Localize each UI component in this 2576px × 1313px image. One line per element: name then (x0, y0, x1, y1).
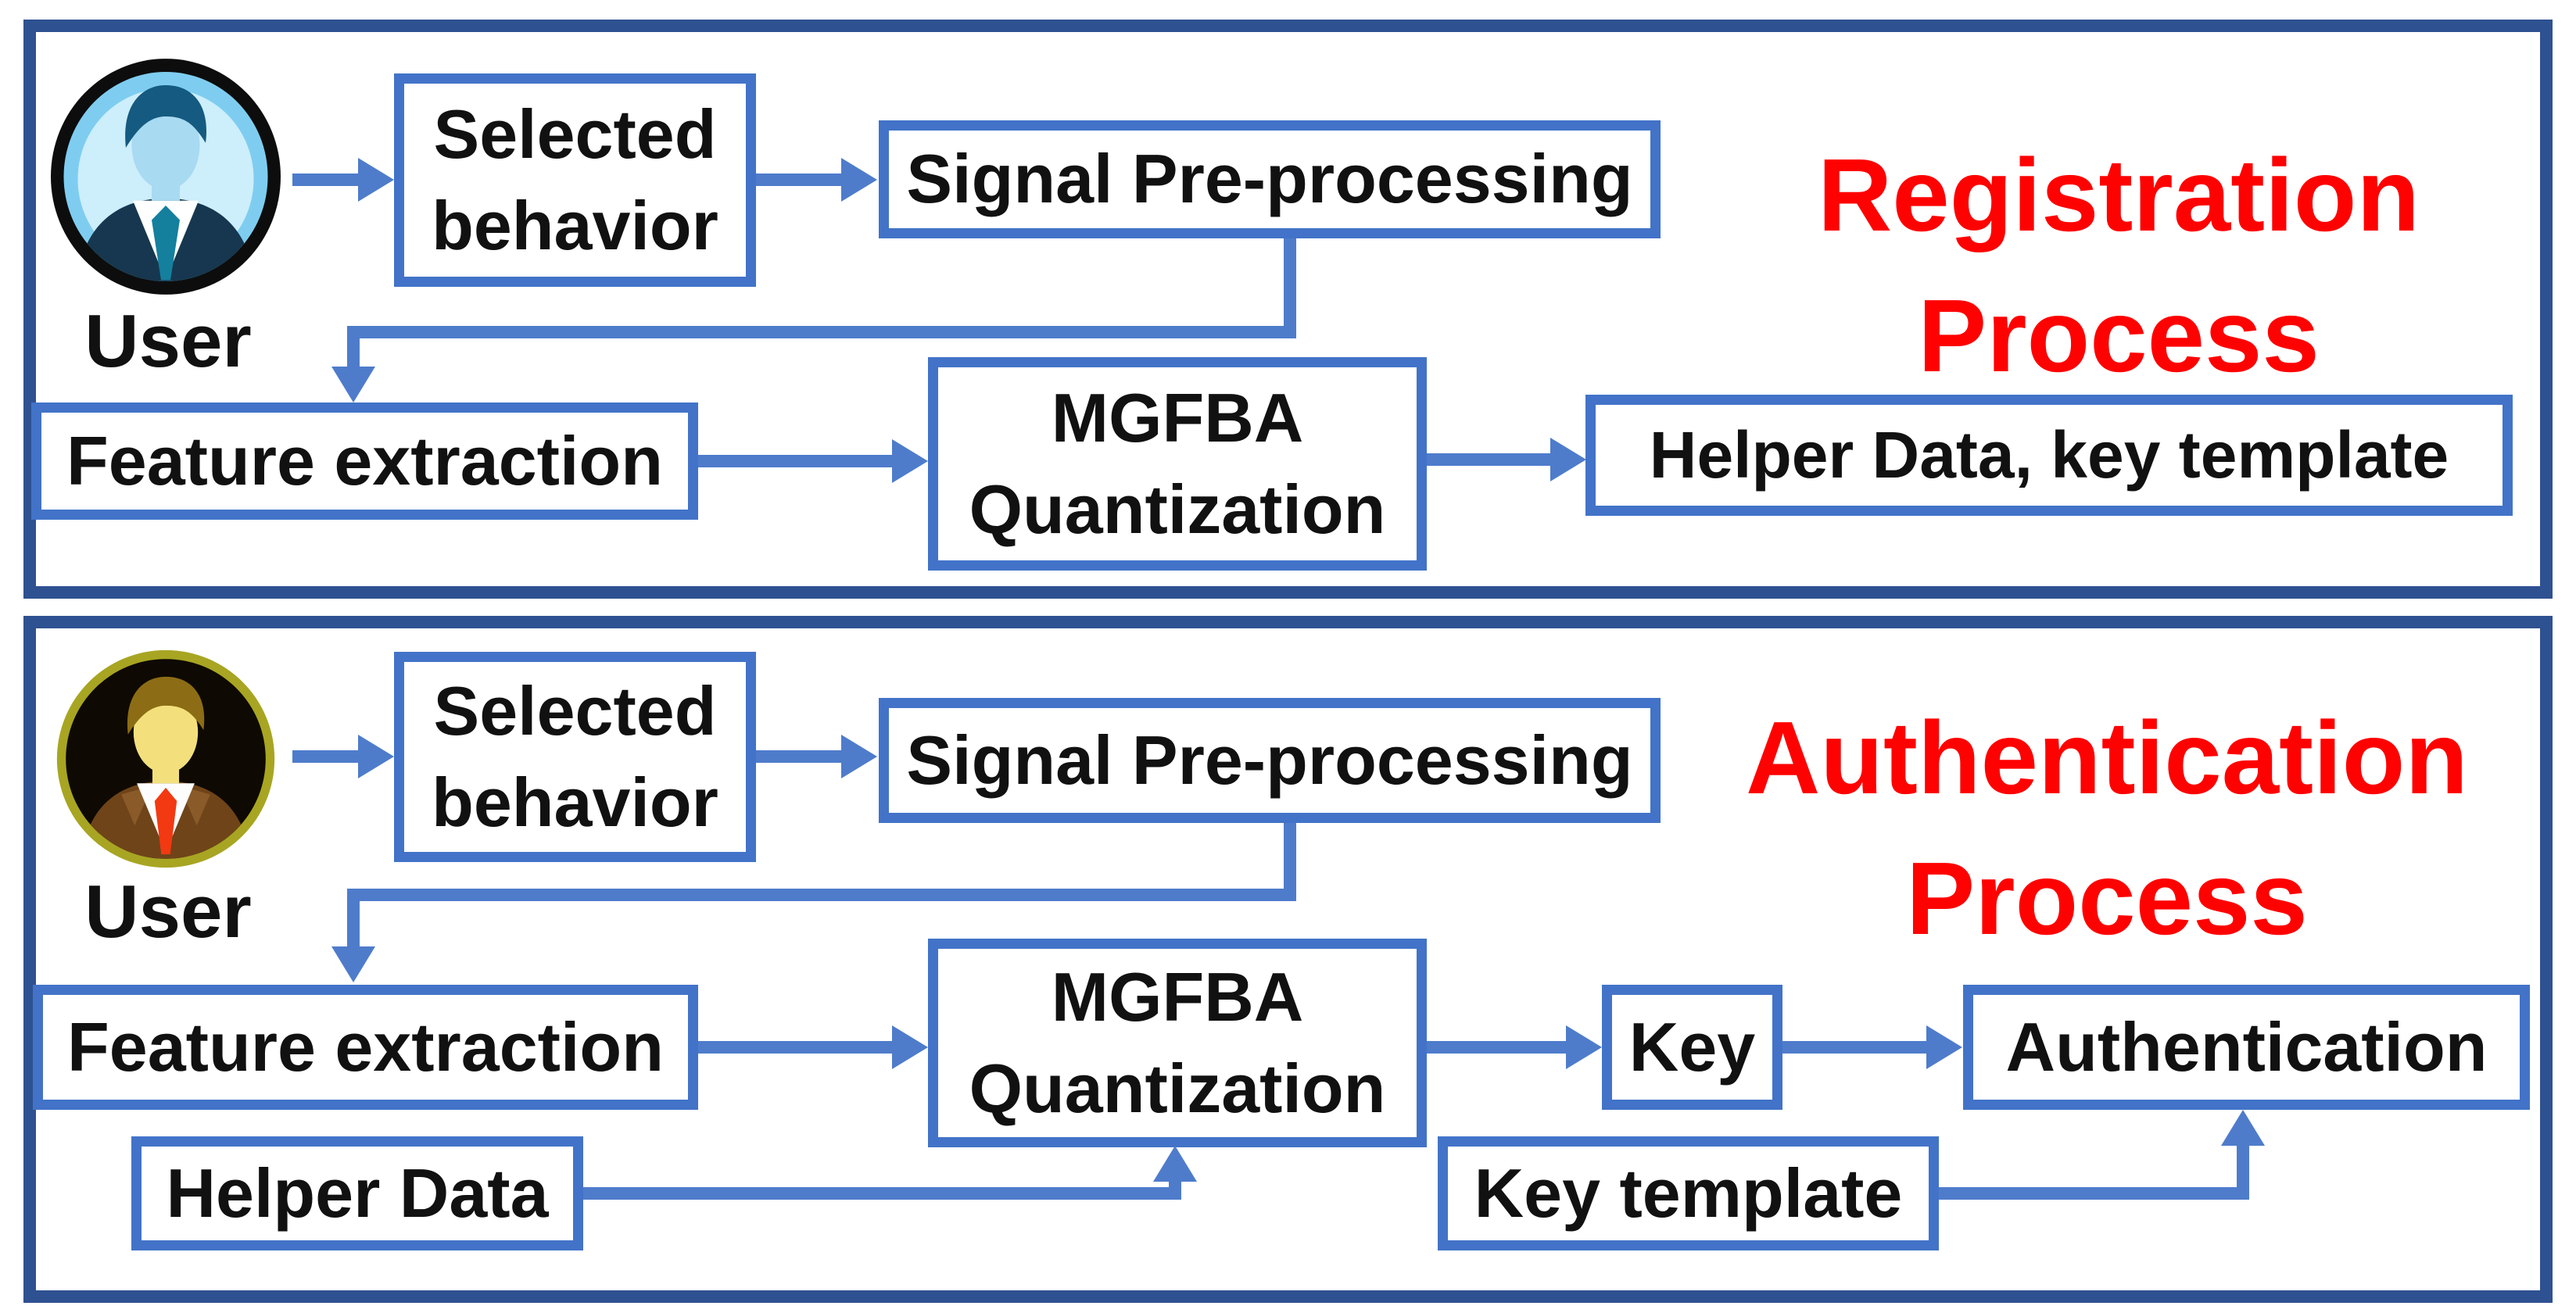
arrow-signal-to-feature-head (331, 367, 375, 402)
node-feature-extraction-auth: Feature extraction (33, 985, 698, 1110)
arrow-feature-to-mgfba-shaft (698, 455, 894, 467)
connector-keytemplate-right (1939, 1187, 2249, 1200)
authentication-title-line1: Authentication (1746, 700, 2468, 815)
registration-process-title: Registration Process (1775, 125, 2463, 406)
arrow-keytemplate-to-auth-head (2221, 1110, 2265, 1146)
user-avatar-gold-icon (55, 648, 277, 870)
arrow-feature2-to-mgfba-head (892, 1025, 928, 1069)
connector-signal2-drop (347, 901, 360, 946)
connector-signal-drop (347, 338, 360, 367)
authentication-process-title: Authentication Process (1704, 688, 2510, 968)
connector-signal2-down (1284, 823, 1296, 901)
user-label-auth: User (84, 870, 252, 953)
registration-title-line1: Registration (1817, 138, 2420, 252)
arrow-mgfba2-to-key-shaft (1427, 1041, 1567, 1054)
user-avatar-icon (48, 56, 283, 297)
connector-signal-down (1284, 238, 1296, 338)
arrow-selected-to-signal-head (841, 158, 877, 202)
node-signal-preprocessing: Signal Pre-processing (879, 120, 1661, 238)
arrow-mgfba-to-helper-head (1550, 438, 1586, 481)
authentication-title-line2: Process (1906, 840, 2308, 956)
arrow-user-to-selected-head (358, 158, 394, 202)
node-selected-behavior-auth: Selected behavior (394, 652, 756, 862)
arrow-key-to-auth-shaft (1782, 1041, 1928, 1054)
arrow-selected2-to-signal-shaft (756, 750, 842, 763)
node-key-template: Key template (1438, 1136, 1939, 1250)
arrow-helperdata-to-mgfba-head (1153, 1146, 1197, 1182)
arrow-key-to-auth-head (1926, 1025, 1962, 1069)
arrow-feature2-to-mgfba-shaft (698, 1041, 894, 1054)
connector-signal2-left (347, 889, 1296, 901)
connector-helperdata-up (1169, 1180, 1181, 1200)
user-avatar-gold-svg (56, 649, 275, 868)
connector-signal-left (347, 326, 1296, 338)
arrow-feature-to-mgfba-head (892, 439, 928, 483)
connector-helperdata-right (583, 1187, 1181, 1200)
node-mgfba-quantization: MGFBA Quantization (928, 357, 1427, 571)
node-mgfba-quantization-auth: MGFBA Quantization (928, 939, 1427, 1147)
arrow-user-to-selected-shaft (292, 174, 360, 186)
connector-keytemplate-up (2237, 1146, 2249, 1200)
node-feature-extraction: Feature extraction (31, 402, 698, 520)
registration-title-line2: Process (1918, 277, 2320, 393)
arrow-user2-to-selected-head (358, 735, 394, 778)
node-key: Key (1602, 985, 1782, 1110)
arrow-mgfba-to-helper-shaft (1427, 453, 1552, 466)
arrow-mgfba2-to-key-head (1566, 1025, 1602, 1069)
node-signal-preprocessing-auth: Signal Pre-processing (879, 698, 1661, 823)
user-avatar-blue-svg (51, 59, 281, 295)
node-helper-data-key-template: Helper Data, key template (1585, 395, 2513, 516)
node-selected-behavior: Selected behavior (394, 73, 756, 287)
arrow-signal2-to-feature-head (331, 946, 375, 982)
user-label: User (84, 299, 252, 383)
arrow-user2-to-selected-shaft (292, 750, 360, 763)
node-helper-data: Helper Data (131, 1136, 583, 1250)
node-authentication: Authentication (1963, 985, 2530, 1110)
arrow-selected-to-signal-shaft (756, 174, 842, 186)
arrow-selected2-to-signal-head (841, 735, 877, 778)
